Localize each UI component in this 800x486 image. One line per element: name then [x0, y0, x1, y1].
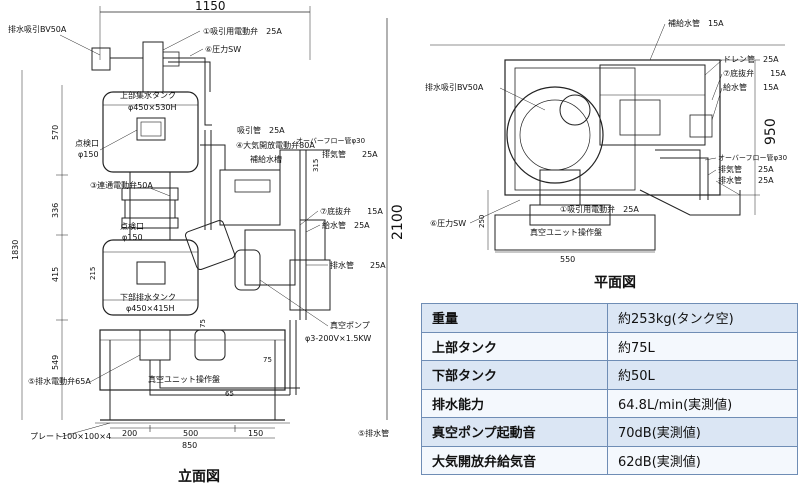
spec-value: 約253kg(タンク空) — [607, 303, 798, 333]
elev-label-inspection-lower: 点検口 — [120, 221, 144, 231]
elev-label-upper-tank: 上部集水タンク — [120, 90, 176, 100]
elev-label-inspection-lower-size: φ150 — [122, 233, 143, 242]
plan-label-supply-pipe2: 給水管 15A — [723, 82, 779, 92]
elev-label-intake-pipe: 吸引管 25A — [237, 125, 285, 135]
elev-label-vacuum-pump-spec: φ3-200V×1.5KW — [305, 334, 371, 343]
plan-label-overflow: オーバーフロー管φ30 — [718, 153, 787, 162]
spec-row: 大気開放弁給気音 62dB(実測値) — [421, 445, 798, 475]
spec-value: 62dB(実測値) — [607, 445, 798, 475]
elev-label-drain-pipe: 排水管 25A — [330, 260, 386, 270]
elev-label-suction-valve: ①吸引用電動弁 25A — [203, 26, 282, 36]
elev-label-pressure-sw: ⑥圧力SW — [205, 44, 241, 54]
elev-dim-215: 215 — [89, 267, 97, 280]
spec-value: 約50L — [607, 360, 798, 390]
plan-label-vacuum-unit: 真空ユニット操作盤 — [530, 227, 602, 237]
elev-dim-height: 2100 — [390, 204, 406, 240]
spec-key: 大気開放弁給気音 — [421, 445, 608, 475]
elev-dim-75a: 75 — [263, 356, 272, 364]
elev-label-atm-valve: ④大気開放電動弁80A — [236, 140, 315, 150]
elev-dim-549: 549 — [51, 355, 60, 370]
elev-dim-65: 65 — [225, 390, 234, 398]
plan-label-bottom-valve: ⑦底抜弁 15A — [723, 68, 786, 78]
spec-key: 排水能力 — [421, 388, 608, 418]
elev-label-exhaust: 排気管 25A — [322, 149, 378, 159]
elev-dim-570: 570 — [51, 125, 60, 140]
elev-label-inspection-upper: 点検口 — [75, 138, 99, 148]
spec-key: 真空ポンプ起動音 — [421, 417, 608, 447]
elev-dim-200: 200 — [122, 429, 137, 438]
elev-label-supply-pipe: 給水管 25A — [322, 220, 370, 230]
plan-label-drain-pipe2: 排水管 25A — [718, 175, 774, 185]
elev-label-relay-valve: ③連通電動弁50A — [90, 180, 153, 190]
spec-key: 下部タンク — [421, 360, 608, 390]
spec-row: 上部タンク 約75L — [421, 331, 798, 361]
elev-label-vacuum-pump: 真空ポンプ — [330, 320, 370, 330]
plan-dim-left: 250 — [478, 215, 486, 228]
plan-label-drain-suction: 排水吸引BV50A — [425, 82, 484, 92]
spec-value: 70dB(実測値) — [607, 417, 798, 447]
plan-label-supply-pipe: 補給水管 15A — [668, 18, 724, 28]
elev-dim-1830: 1830 — [11, 240, 20, 260]
elev-label-bottom-valve: ⑦底抜弁 15A — [320, 206, 383, 216]
plan-view: 950 550 250 補給水管 15A 排水吸引BV50A ドレン管 25A … — [425, 18, 787, 264]
elev-dim-500: 500 — [183, 429, 198, 438]
elev-label-inspection-upper-size: φ150 — [78, 150, 99, 159]
spec-value: 約75L — [607, 331, 798, 361]
spec-key: 重量 — [421, 303, 608, 333]
elev-dim-850: 850 — [182, 441, 197, 450]
spec-row: 真空ポンプ起動音 70dB(実測値) — [421, 417, 798, 447]
elev-label-overflow: オーバーフロー管φ30 — [296, 136, 365, 145]
spec-value: 64.8L/min(実測値) — [607, 388, 798, 418]
plan-label-drain-pipe: ドレン管 25A — [723, 54, 779, 64]
spec-row: 排水能力 64.8L/min(実測値) — [421, 388, 798, 418]
plan-label-exhaust: 排気管 25A — [718, 164, 774, 174]
elev-dim-150: 150 — [248, 429, 263, 438]
elev-label-lower-tank: 下部排水タンク — [120, 292, 176, 302]
plan-dim-bottom: 550 — [560, 255, 575, 264]
elev-label-drain-end: ⑤排水管 — [358, 428, 389, 438]
elevation-caption: 立面図 — [178, 469, 220, 485]
elev-label-vacuum-unit: 真空ユニット操作盤 — [148, 374, 220, 384]
spec-row: 下部タンク 約50L — [421, 360, 798, 390]
elev-label-drain-valve: ⑤排水電動弁65A — [28, 376, 91, 386]
elev-dim-415: 415 — [51, 267, 60, 282]
elev-dim-top: 1150 — [195, 0, 226, 13]
plan-caption: 平面図 — [594, 275, 636, 291]
elev-label-plate: プレート100×100×4 — [30, 432, 111, 441]
elev-label-drain-suction: 排水吸引BV50A — [8, 24, 67, 34]
spec-key: 上部タンク — [421, 331, 608, 361]
plan-label-suction-valve: ①吸引用電動弁 25A — [560, 204, 639, 214]
elev-label-upper-tank-size: φ450×530H — [128, 103, 177, 112]
elev-dim-75b: 75 — [199, 319, 207, 328]
spec-row: 重量 約253kg(タンク空) — [421, 303, 798, 333]
elev-dim-336: 336 — [51, 203, 60, 218]
elev-label-aux-tank: 補給水槽 — [250, 154, 282, 164]
elev-dim-315: 315 — [312, 159, 320, 172]
plan-label-pressure-sw: ⑥圧力SW — [430, 218, 466, 228]
elev-label-lower-tank-size: φ450×415H — [126, 304, 175, 313]
plan-dim-right: 950 — [763, 118, 779, 145]
elevation-view: 1150 2100 1830 570 336 415 549 — [8, 0, 406, 450]
spec-table: 重量 約253kg(タンク空) 上部タンク 約75L 下部タンク 約50L 排水… — [421, 303, 798, 475]
